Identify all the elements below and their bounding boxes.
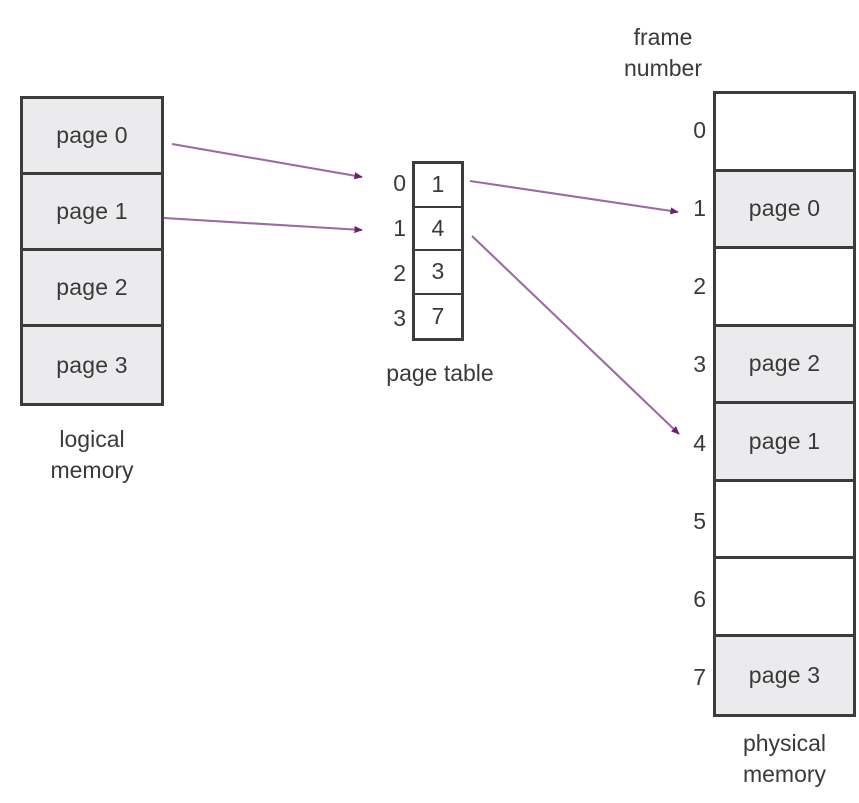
physical-memory-frame-4-label: page 1: [748, 427, 821, 454]
frame-number-caption: frame number: [588, 22, 738, 84]
frame-number-caption-line1: frame: [633, 24, 693, 50]
logical-memory-cell-1: page 1: [23, 175, 161, 251]
frame-index-6: 6: [693, 586, 706, 613]
page-table-index-3: 3: [393, 305, 406, 331]
page-table-block: 1 4 3 7: [412, 161, 464, 341]
frame-index-column: 0 1 2 3 4 5 6 7: [676, 91, 706, 717]
physical-memory-caption: physical memory: [713, 728, 856, 790]
physical-memory-frame-0: [716, 94, 853, 172]
page-table-caption: page table: [386, 360, 494, 386]
page-table-entry-3: 7: [415, 294, 461, 338]
logical-memory-cell-3: page 3: [23, 327, 161, 403]
arrow-page0-to-pte0: [171, 142, 363, 180]
logical-memory-cell-0: page 0: [23, 99, 161, 175]
logical-memory-cell-1-label: page 1: [56, 198, 128, 224]
frame-index-2: 2: [693, 273, 706, 300]
page-table-index-2: 2: [393, 260, 406, 286]
frame-index-5: 5: [693, 507, 706, 534]
physical-memory-frame-3: page 2: [716, 326, 853, 404]
page-table-entry-2: 3: [415, 251, 461, 295]
frame-index-0: 0: [693, 116, 706, 143]
page-table-entry-2-value: 3: [431, 258, 445, 285]
physical-memory-frame-7: page 3: [716, 636, 853, 714]
logical-memory-cell-3-label: page 3: [56, 351, 128, 378]
page-table-index-1: 1: [393, 215, 406, 241]
page-table-index-column: 0 1 2 3: [376, 161, 406, 341]
physical-memory-caption-line2: memory: [742, 761, 827, 787]
logical-memory-caption-line1: logical: [59, 426, 125, 452]
frame-number-caption-line2: number: [624, 55, 702, 81]
physical-memory-frame-6: [716, 559, 853, 637]
logical-memory-cell-2: page 2: [23, 251, 161, 327]
frame-index-7: 7: [693, 664, 706, 691]
frame-index-4: 4: [693, 429, 706, 456]
logical-memory-caption-line2: memory: [50, 457, 134, 483]
arrow-pte1-to-frame4: [471, 235, 680, 435]
logical-memory-cell-0-label: page 0: [56, 122, 128, 148]
logical-memory-cell-2-label: page 2: [56, 274, 128, 300]
page-table-entry-0-value: 1: [431, 171, 445, 198]
logical-memory-caption: logical memory: [20, 424, 164, 486]
physical-memory-frame-3-label: page 2: [748, 350, 821, 377]
page-table-index-0: 0: [393, 170, 406, 196]
physical-memory-caption-line1: physical: [742, 730, 827, 756]
physical-memory-frame-4: page 1: [716, 404, 853, 482]
physical-memory-frame-2: [716, 249, 853, 327]
arrow-pte0-to-frame1: [469, 179, 679, 215]
physical-memory-frame-1-label: page 0: [748, 195, 821, 222]
physical-memory-frame-5: [716, 481, 853, 559]
page-table-entry-1-value: 4: [431, 214, 445, 241]
logical-memory-block: page 0 page 1 page 2 page 3: [20, 96, 164, 406]
frame-index-1: 1: [693, 194, 706, 221]
physical-memory-frame-7-label: page 3: [748, 661, 821, 688]
page-table-entry-0: 1: [415, 164, 461, 208]
frame-index-3: 3: [693, 351, 706, 378]
arrow-page1-to-pte1: [163, 216, 363, 234]
physical-memory-block: page 0 page 2 page 1 page 3: [713, 91, 856, 717]
page-table-entry-1: 4: [415, 207, 461, 251]
physical-memory-frame-1: page 0: [716, 171, 853, 249]
page-table-entry-3-value: 7: [431, 302, 445, 329]
